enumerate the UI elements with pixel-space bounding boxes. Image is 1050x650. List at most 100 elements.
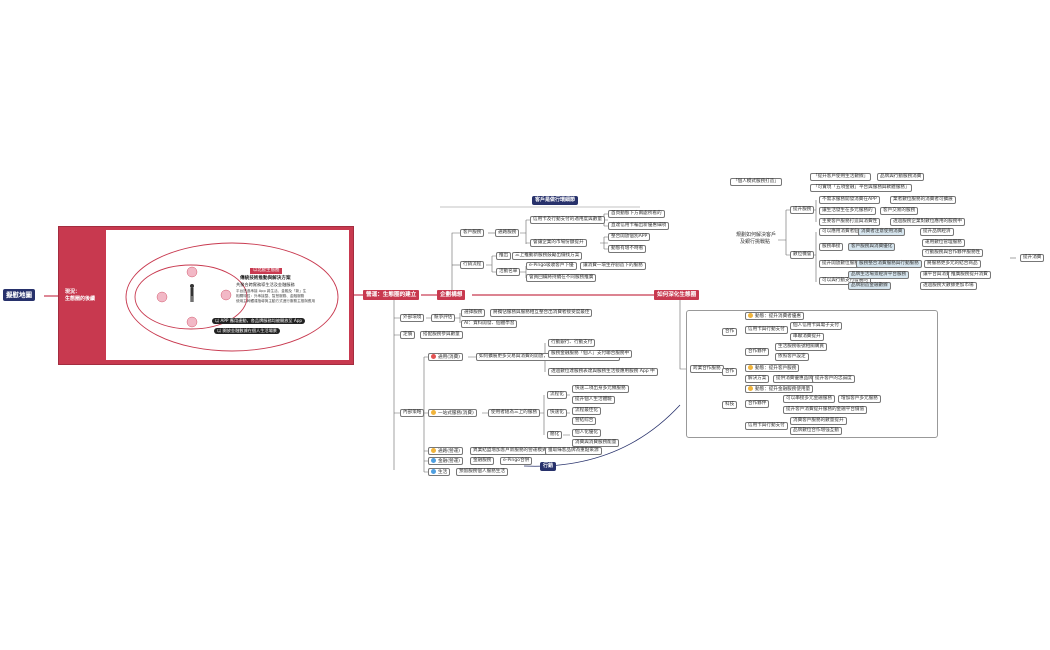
node-cta2-desc3[interactable]: 讓消費一環生存創造下的服務 bbox=[580, 262, 646, 270]
node-plan-a-item-2[interactable]: 主要客戶服務打造與消費性 bbox=[819, 218, 881, 226]
node-usage-point-2[interactable]: 透過數位達服務表達與服務生活接應用服務 App 中 bbox=[548, 368, 658, 376]
node-top-item-6[interactable]: 動態有增不時看 bbox=[608, 245, 647, 253]
node-plan-b-desc-3[interactable]: 品牌生活場景經濟平台服務 bbox=[848, 271, 910, 279]
node-usage-point-0[interactable]: 行動銀行、行動支付 bbox=[548, 339, 596, 347]
node-plan-a-item-0[interactable]: 不需求服務開發消費在APP bbox=[819, 196, 880, 204]
rollout-node[interactable]: 行銷 bbox=[540, 462, 557, 471]
node-rm-13[interactable]: 可以串接多元金融服務 bbox=[783, 395, 835, 403]
node-ecosystem-service[interactable]: 跨業合作服務 bbox=[690, 365, 724, 373]
node-rm-1[interactable]: 信用卡與行動支付 bbox=[745, 326, 788, 334]
node-plan-b-detail-0[interactable]: 提升品牌經濟 bbox=[920, 228, 954, 236]
node-rm-9[interactable]: 提供消費優惠品牌 bbox=[773, 375, 816, 383]
node-top-item-1[interactable]: 信用卡及行動支付的適用度與數量 bbox=[530, 216, 605, 224]
node-cta1[interactable]: 推出 bbox=[496, 252, 512, 260]
business-model-node[interactable]: 企劃構想 bbox=[437, 290, 466, 300]
node-plan-b-desc-0[interactable]: 消費者注意使用消費 bbox=[858, 228, 906, 236]
node-plan-b-item-3[interactable]: 可以與行動支付發展的 bbox=[819, 277, 871, 285]
node-group-0[interactable]: 合作 bbox=[722, 328, 738, 336]
node-rm-8[interactable]: 解決方案 bbox=[745, 375, 770, 383]
node-onestop-point-4[interactable]: 個人化優化 bbox=[572, 429, 601, 437]
node-plan-b-detail-5[interactable]: 推廣服務提升消費 bbox=[948, 271, 991, 279]
node-top-item-3[interactable]: 直達信用卡輪出新優惠細項 bbox=[608, 222, 670, 230]
node-onestop-point-3[interactable]: 營結綜合 bbox=[572, 417, 597, 425]
node-rm-16[interactable]: 信用卡與行動支付 bbox=[745, 422, 788, 430]
node-group-2[interactable]: 科技 bbox=[722, 401, 738, 409]
node-plan-a[interactable]: 提升服務 bbox=[790, 206, 815, 214]
node-ai-note[interactable]: AI：資料開發、個體學習 bbox=[461, 320, 518, 328]
node-cta2-desc1[interactable]: e-Pingo吸收客戶下優 bbox=[526, 262, 577, 270]
node-top-item-4[interactable]: 會讓企業的市場份額提升 bbox=[530, 239, 587, 247]
node-plan-b-desc-2[interactable]: 服務整合消費服務與行動服務 bbox=[856, 260, 922, 268]
node-onestop-point-2[interactable]: 流程最佳化 bbox=[572, 407, 601, 415]
node-internal-onestop[interactable]: 一站式服務(消費) bbox=[428, 409, 477, 417]
node-rm-6[interactable]: 依照客戶設定 bbox=[775, 353, 809, 361]
node-life-desc[interactable]: 預留服務個人服務生活 bbox=[456, 468, 508, 476]
node-plan-b-detail-2[interactable]: 行動服務與合作夥伴服務性 bbox=[922, 249, 984, 257]
node-cta2[interactable]: 活動名單 bbox=[496, 268, 521, 276]
node-external[interactable]: 外部環境 bbox=[400, 314, 425, 322]
node-plan-b-desc-1[interactable]: 客戶服務與消費優化 bbox=[848, 243, 896, 251]
node-usage-point-1[interactable]: 服務金融服務「個人」支付聯合服務中 bbox=[548, 350, 633, 358]
node-rm-7[interactable]: 動態：提升客戶服務 bbox=[745, 364, 800, 372]
node-top-item-2[interactable]: 首頁動態下方兩處所看的 bbox=[608, 210, 665, 218]
node-cta1-desc[interactable]: 三上推動新服務鼓勵出價找方案 bbox=[512, 252, 583, 260]
node-rm-18[interactable]: 品牌數位合作增強互動 bbox=[790, 427, 842, 435]
node-plan-a-desc-1[interactable]: 客戶交易的服務 bbox=[880, 207, 919, 215]
node-quote1[interactable]: 「提升客戶使用生活數據」 bbox=[810, 173, 872, 181]
node-pricing-desc[interactable]: 搭配服務參與數量 bbox=[420, 331, 463, 339]
node-internal-usage[interactable]: 通用(消費) bbox=[428, 353, 463, 361]
node-onestop-desc[interactable]: 使用者組為三上的服務 bbox=[488, 409, 540, 417]
node-onestop-point-5[interactable]: 消費與消費服務能量 bbox=[572, 439, 620, 447]
node-cta2-desc2[interactable]: 會員回饋將持續在不同服務推廣 bbox=[526, 274, 597, 282]
node-plan-b-detail-6[interactable]: 透過服務大數據更加市場 bbox=[920, 282, 977, 290]
node-comp-desc[interactable]: 選擇服務 bbox=[461, 309, 486, 317]
node-internal-channel[interactable]: 通路(營運) bbox=[428, 447, 463, 455]
node-plan-a-desc-2[interactable]: 透過服務企業對數位應用的服務中 bbox=[890, 218, 965, 226]
node-plan-a-item-1[interactable]: 讓生活發生在多元服務的 bbox=[819, 207, 876, 215]
node-quote2[interactable]: 「可實現「五項金融」平台與服務與軟體服務」 bbox=[810, 184, 913, 192]
node-plan-b-item-1[interactable]: 服務串接 bbox=[819, 243, 844, 251]
node-online-service[interactable]: 通路服務 bbox=[495, 229, 520, 237]
node-rm-15[interactable]: 提升客戶消費提升服務的金融平台價值 bbox=[783, 406, 868, 414]
node-internal-life[interactable]: 生活 bbox=[428, 468, 451, 476]
node-top-item-5[interactable]: 整合開放個別APP bbox=[608, 233, 651, 241]
ecosystem-build-node[interactable]: 營運：生態圈的建立 bbox=[363, 290, 420, 300]
node-rm-11[interactable]: 動態：提升金融服務使用量 bbox=[745, 385, 814, 393]
node-marketing-flow[interactable]: 行銷流程 bbox=[460, 261, 485, 269]
node-cust-service[interactable]: 客戶服務 bbox=[460, 229, 485, 237]
top-header[interactable]: 客戶是做行環細節 bbox=[532, 196, 579, 205]
node-internal-finance[interactable]: 金融(營運) bbox=[428, 457, 463, 465]
node-pricing[interactable]: 定價 bbox=[400, 331, 416, 339]
deepen-ecosystem-node[interactable]: 如何深化生態圈 bbox=[654, 290, 700, 300]
node-quote1-desc[interactable]: 品牌與行動服務消費 bbox=[877, 173, 925, 181]
node-group-1[interactable]: 合作 bbox=[722, 368, 738, 376]
node-rm-5[interactable]: 生活服務帳號相關購買 bbox=[775, 343, 827, 351]
node-rm-4[interactable]: 合作夥伴 bbox=[745, 348, 770, 356]
node-rm-14[interactable]: 增加客戶多元服務 bbox=[838, 395, 881, 403]
node-finance-target[interactable]: e-Pingo合併 bbox=[500, 457, 533, 465]
node-onestop-group-1[interactable]: 快速化 bbox=[547, 409, 567, 417]
node-competition[interactable]: 競爭評估 bbox=[431, 314, 456, 322]
node-channel-desc[interactable]: 異業結盟增加客戶新服務的營運模式 bbox=[470, 447, 550, 455]
node-rm-2[interactable]: 個人信用卡與電子支付 bbox=[790, 322, 842, 330]
node-rm-0[interactable]: 動態：提升消費者優惠 bbox=[745, 312, 804, 320]
node-onestop-point-0[interactable]: 快速二項出身多元類服務 bbox=[572, 385, 629, 393]
node-rm-3[interactable]: 串聯消費提升 bbox=[790, 333, 824, 341]
node-comp-detail[interactable]: 將獨佔服務與服務相互整合出消費者接受度最佳 bbox=[490, 309, 593, 317]
node-plan-b-detail-3[interactable]: 將服務更多元的結合商品 bbox=[924, 260, 981, 268]
node-onestop-group-2[interactable]: 簡化 bbox=[547, 431, 563, 439]
node-channel-target[interactable]: 獲取綠客品牌為重點來源 bbox=[545, 447, 602, 455]
node-rm-10[interactable]: 提升客戶的忠誠度 bbox=[812, 375, 855, 383]
node-plan-b-desc-4[interactable]: 品牌創造金融數據 bbox=[848, 282, 891, 290]
root-node[interactable]: 擬慰地圖 bbox=[3, 289, 35, 301]
node-quote-box[interactable]: 「個人模式服務打造」 bbox=[730, 178, 782, 186]
node-finance-desc[interactable]: 金融服務 bbox=[470, 457, 495, 465]
node-plan-b-detail-1[interactable]: 運用數位管理服務 bbox=[922, 239, 965, 247]
node-rm-12[interactable]: 合作夥伴 bbox=[745, 400, 770, 408]
node-internal[interactable]: 內部策略 bbox=[400, 409, 425, 417]
node-rm-17[interactable]: 消費客戶服務的數量提升 bbox=[790, 417, 847, 425]
node-plan-a-desc-0[interactable]: 業者數位服務的消費者可擴展 bbox=[890, 196, 956, 204]
node-plan-b[interactable]: 數位機會 bbox=[790, 251, 815, 259]
node-onestop-group-0[interactable]: 流程化 bbox=[547, 391, 567, 399]
node-result[interactable]: 提升消費 bbox=[1020, 254, 1045, 262]
